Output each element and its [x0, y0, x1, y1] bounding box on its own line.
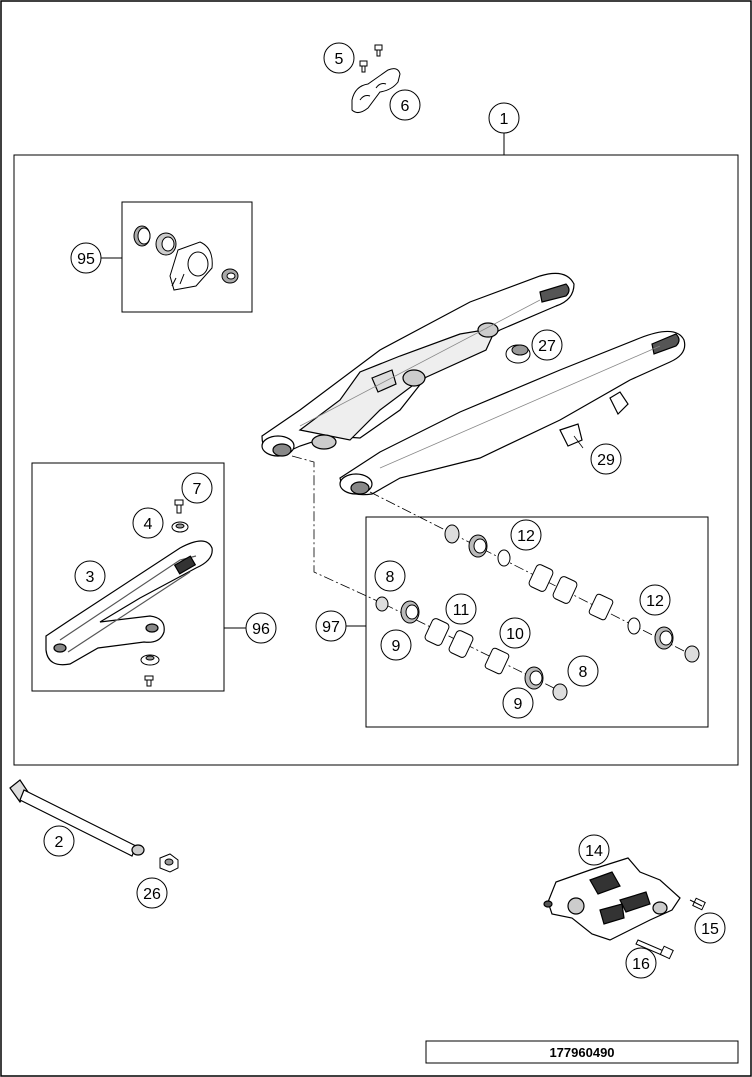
callout-11-label: 11 — [453, 602, 470, 619]
callout-27-label: 27 — [538, 338, 556, 355]
part-97-bearing-row-upper — [444, 524, 700, 663]
callout-7: 7 — [181, 472, 213, 504]
part-16-bolt — [635, 939, 674, 960]
callout-95: 95 — [70, 242, 102, 274]
subbox-95 — [121, 201, 253, 313]
callout-9b-label: 9 — [514, 696, 523, 713]
callout-96-label: 96 — [252, 621, 270, 638]
callout-29-label: 29 — [597, 452, 615, 469]
part-15-bolt — [689, 897, 706, 911]
part-3-chain-slider — [45, 540, 213, 666]
callout-5: 5 — [323, 42, 355, 74]
callout-5-label: 5 — [335, 51, 344, 68]
part-5-screw — [359, 44, 383, 73]
callout-14: 14 — [578, 834, 610, 866]
callout-12a-label: 12 — [517, 528, 535, 545]
subbox-97 — [365, 516, 709, 728]
callout-9a-label: 9 — [392, 638, 401, 655]
callout-8a-label: 8 — [386, 569, 395, 586]
callouts: 1 2 3 4 5 6 7 8 8 9 9 10 11 12 12 14 15 … — [43, 42, 726, 979]
callout-10-label: 10 — [506, 626, 524, 643]
part-4-washer — [171, 521, 189, 533]
part-6-guide-piece — [351, 68, 401, 114]
callout-12b: 12 — [639, 584, 671, 616]
callout-96: 96 — [245, 612, 277, 644]
callout-8b: 8 — [567, 655, 599, 687]
callout-4: 4 — [132, 507, 164, 539]
part-2-swingarm-axle — [9, 779, 145, 857]
callout-16-label: 16 — [632, 956, 650, 973]
callout-9b: 9 — [502, 687, 534, 719]
assembly-box — [13, 154, 739, 766]
callout-26-label: 26 — [143, 886, 161, 903]
part-1-swingarm — [261, 272, 686, 496]
part-27-bushing — [505, 344, 531, 364]
callout-26: 26 — [136, 877, 168, 909]
callout-15-label: 15 — [701, 921, 719, 938]
part-7-screw — [174, 499, 184, 514]
callout-15: 15 — [694, 912, 726, 944]
callout-1: 1 — [488, 102, 520, 134]
drawing-code-box — [425, 1040, 739, 1064]
callout-leaders — [573, 435, 584, 449]
callout-9a: 9 — [380, 629, 412, 661]
part-14-chain-guide — [543, 857, 681, 941]
callout-6: 6 — [389, 89, 421, 121]
callout-8a: 8 — [374, 560, 406, 592]
callout-4-label: 4 — [144, 516, 153, 533]
callout-97: 97 — [315, 610, 347, 642]
callout-1-label: 1 — [500, 111, 509, 128]
part-96-fasteners — [140, 654, 160, 687]
callout-14-label: 14 — [585, 843, 603, 860]
callout-16: 16 — [625, 947, 657, 979]
part-26-nut — [159, 853, 179, 873]
drawing-code: 177960490 — [549, 1045, 614, 1060]
callout-6-label: 6 — [401, 98, 410, 115]
part-97-bearing-row-lower — [375, 596, 568, 701]
callout-27: 27 — [531, 329, 563, 361]
callout-95-label: 95 — [77, 251, 95, 268]
callout-11: 11 — [445, 593, 477, 625]
callout-3: 3 — [74, 560, 106, 592]
callout-8b-label: 8 — [579, 664, 588, 681]
callout-7-label: 7 — [193, 481, 202, 498]
callout-3-label: 3 — [86, 569, 95, 586]
callout-12b-label: 12 — [646, 593, 664, 610]
callout-29: 29 — [590, 443, 622, 475]
callout-12a: 12 — [510, 519, 542, 551]
callout-2: 2 — [43, 825, 75, 857]
callout-2-label: 2 — [55, 834, 64, 851]
callout-97-label: 97 — [322, 619, 340, 636]
part-95-bearing-set — [133, 225, 239, 291]
callout-10: 10 — [499, 617, 531, 649]
subbox-96 — [31, 462, 225, 692]
